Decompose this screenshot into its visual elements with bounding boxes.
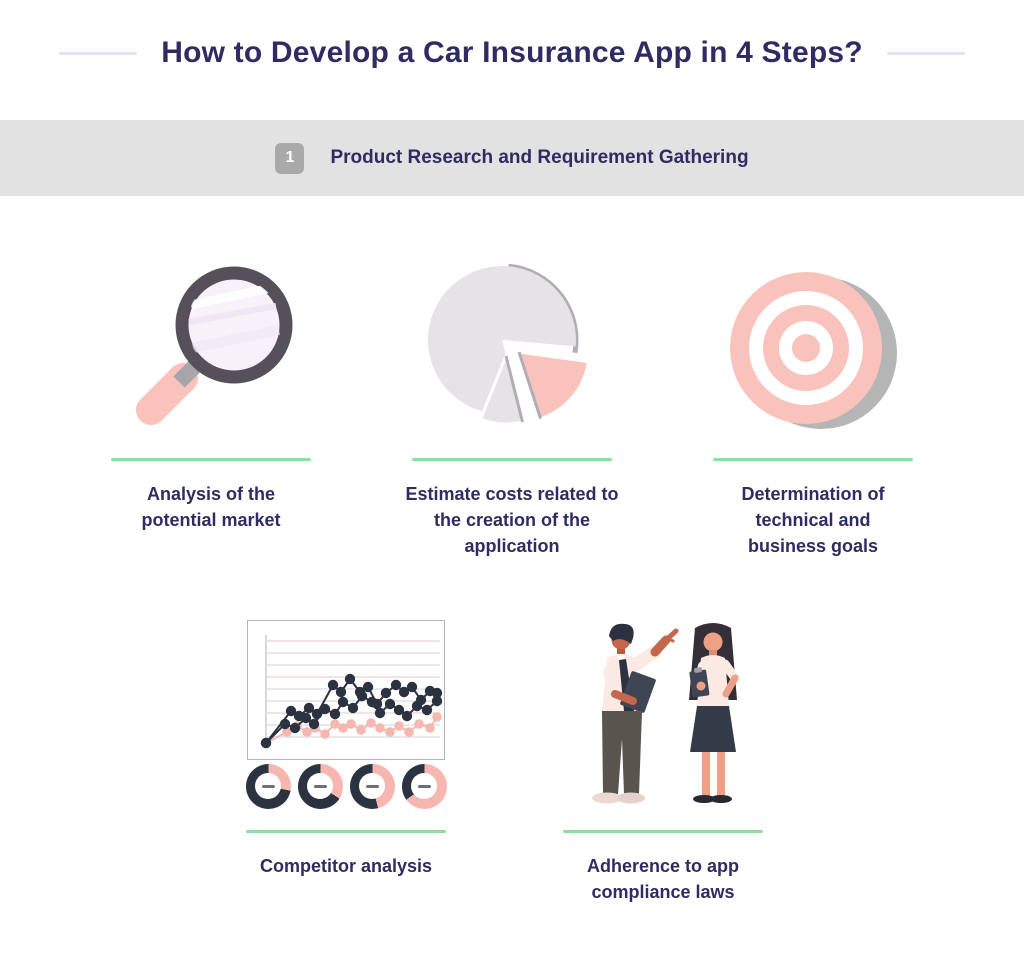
step-item-cost-estimate: Estimate costs related to the creation o… [387,250,637,559]
step-item-label: Competitor analysis [259,856,433,876]
step-item-market-analysis: Analysis of the potential market [86,250,336,533]
donut-gauge-icon [401,763,447,809]
step-item-label: Determination of technical and business … [741,484,885,556]
title-right-rule [886,51,965,55]
green-underline [246,830,446,833]
step-number-badge: 1 [275,142,305,174]
green-underline [713,458,913,461]
donut-gauge-icon [297,763,343,809]
header: How to Develop a Car Insurance App in 4 … [0,36,1024,70]
step-banner: 1 Product Research and Requirement Gathe… [0,120,1024,196]
step-item-competitor-analysis: Competitor analysis [221,608,471,879]
step-item-label: Adherence to app compliance laws [586,856,740,902]
target-icon [688,250,938,450]
step-item-compliance: Adherence to app compliance laws [538,608,788,905]
donut-gauges [245,763,447,809]
page-title: How to Develop a Car Insurance App in 4 … [161,36,863,69]
donut-gauge-icon [349,763,395,809]
chart-card [247,619,445,760]
pie-chart-icon [387,250,637,450]
green-underline [412,458,612,461]
title-left-rule [59,51,138,55]
line-chart-card-icon [221,608,471,820]
step-item-goals: Determination of technical and business … [688,250,938,559]
green-underline [563,830,763,833]
magnifier-icon [86,250,336,450]
donut-gauge-icon [245,763,291,809]
step-item-label: Analysis of the potential market [141,484,281,530]
step-banner-title: Product Research and Requirement Gatheri… [330,147,749,168]
people-discussion-icon [538,608,788,820]
step-item-label: Estimate costs related to the creation o… [405,484,619,556]
green-underline [111,458,311,461]
